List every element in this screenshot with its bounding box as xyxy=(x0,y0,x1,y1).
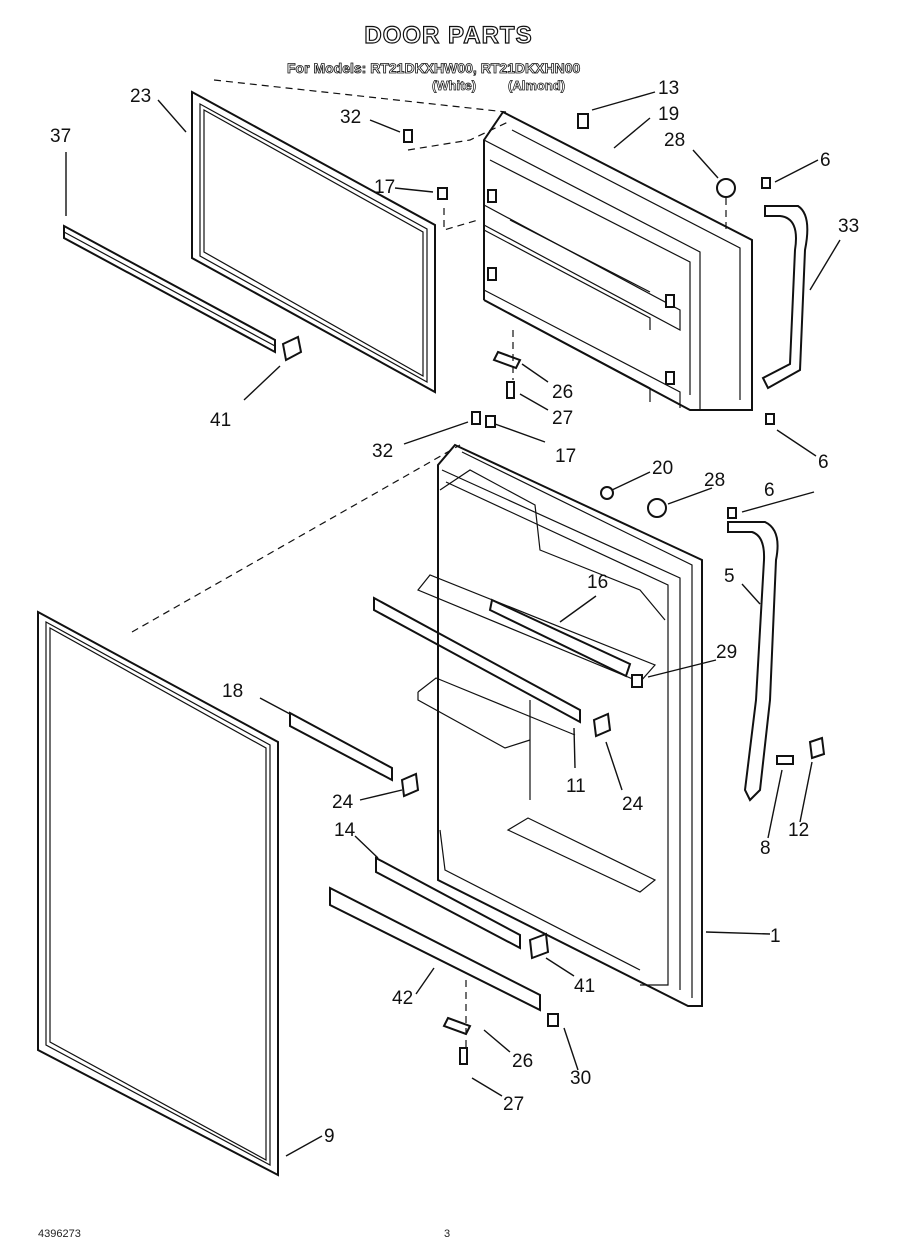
callout-6: 6 xyxy=(820,150,831,171)
callout-8: 8 xyxy=(760,838,771,859)
callout-13: 13 xyxy=(658,78,679,99)
freezer-gasket-23 xyxy=(191,90,436,394)
callout-17: 17 xyxy=(374,177,395,198)
shelf-rail-18 xyxy=(289,711,393,782)
freezer-door-19 xyxy=(483,111,753,411)
freezer-trim-37 xyxy=(63,224,303,362)
shelf-rail-14 xyxy=(375,856,521,950)
color-white-label: (White) xyxy=(432,78,477,94)
callout-41: 41 xyxy=(574,976,595,997)
callout-29: 29 xyxy=(716,642,737,663)
callout-27: 27 xyxy=(503,1094,524,1115)
callout-24: 24 xyxy=(622,794,644,815)
callout-6: 6 xyxy=(818,452,829,473)
callout-27: 27 xyxy=(552,408,573,429)
alignment-line xyxy=(213,79,507,113)
callout-28: 28 xyxy=(664,130,685,151)
callout-24: 24 xyxy=(332,792,354,813)
callout-33: 33 xyxy=(838,216,859,237)
callout-16: 16 xyxy=(587,572,608,593)
fresh-food-door-1 xyxy=(417,443,703,1007)
shelf-rail-16 xyxy=(488,598,632,678)
alignment-line xyxy=(407,121,509,151)
callout-11: 11 xyxy=(566,776,586,797)
callout-23: 23 xyxy=(130,86,151,107)
page-title: DOOR PARTS xyxy=(364,21,533,49)
freezer-handle-33 xyxy=(761,205,809,390)
callout-9: 9 xyxy=(324,1126,335,1147)
alignment-line xyxy=(131,444,461,633)
callout-26: 26 xyxy=(512,1051,533,1072)
color-almond-label: (Almond) xyxy=(508,78,566,94)
callout-26: 26 xyxy=(552,382,573,403)
fresh-food-handle-5 xyxy=(727,521,779,802)
callout-17: 17 xyxy=(555,446,576,467)
callout-14: 14 xyxy=(334,820,356,841)
page-number: 3 xyxy=(444,1228,451,1240)
callout-42: 42 xyxy=(392,988,413,1009)
doc-number: 4396273 xyxy=(38,1228,81,1240)
callout-18: 18 xyxy=(222,681,243,702)
callout-12: 12 xyxy=(788,820,809,841)
callout-28: 28 xyxy=(704,470,725,491)
small-hardware xyxy=(400,129,826,1065)
leader-lines xyxy=(65,91,841,1157)
callout-37: 37 xyxy=(50,126,71,147)
callout-32: 32 xyxy=(340,107,361,128)
callout-5: 5 xyxy=(724,566,735,587)
shelf-rail-11 xyxy=(373,596,581,724)
callout-32: 32 xyxy=(372,441,393,462)
callout-6: 6 xyxy=(764,480,775,501)
callout-41: 41 xyxy=(210,410,231,431)
models-line: For Models: RT21DKXHW00, RT21DKXHN00 xyxy=(287,60,581,77)
callout-1: 1 xyxy=(770,926,781,947)
fresh-food-gasket-9 xyxy=(37,610,279,1177)
shelf-rail-42 xyxy=(329,886,541,1012)
callout-30: 30 xyxy=(570,1068,591,1089)
callout-19: 19 xyxy=(658,104,679,125)
alignment-line xyxy=(443,208,479,231)
callout-20: 20 xyxy=(652,458,673,479)
